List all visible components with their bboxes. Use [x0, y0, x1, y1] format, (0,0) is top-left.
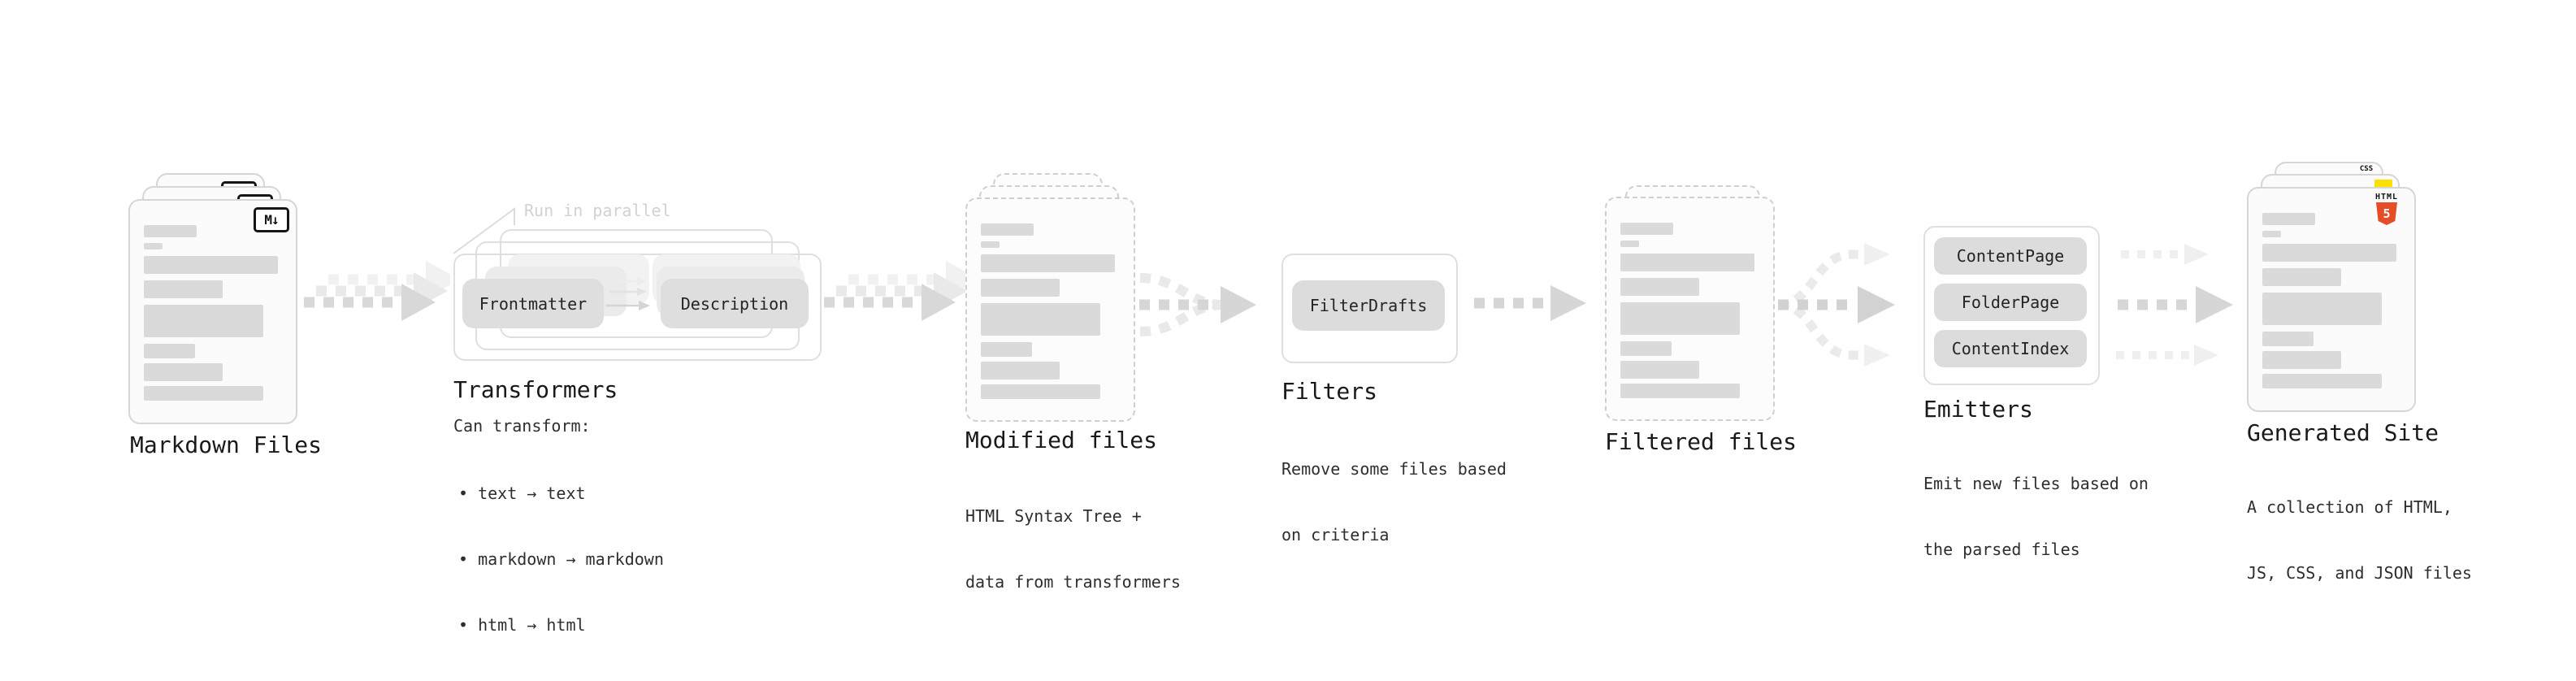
emitters-heading: Emitters — [1923, 396, 2033, 423]
transformers-desc-title: Can transform: — [453, 416, 591, 436]
emitter-chip-contentpage: ContentPage — [1934, 237, 2087, 275]
frontmatter-chip: Frontmatter — [462, 279, 604, 328]
transform-bullet: • html → html — [458, 615, 586, 635]
filters-heading: Filters — [1281, 378, 1378, 405]
placeholder-bar — [1620, 384, 1740, 398]
placeholder-bar — [144, 363, 223, 381]
placeholder-bar — [1620, 241, 1639, 247]
placeholder-bar — [981, 342, 1032, 357]
placeholder-bar — [2262, 332, 2314, 346]
modified-files-label: Modified files — [965, 427, 1158, 453]
generated-site-desc: A collection of HTML, JS, CSS, and JSON … — [2247, 453, 2472, 628]
filtered-file-card-front — [1605, 197, 1775, 421]
placeholder-bar — [144, 256, 278, 274]
desc-line: Emit new files based on — [1923, 474, 2149, 493]
html5-icon-label: HTML — [2374, 193, 2399, 202]
placeholder-bar — [1620, 223, 1673, 235]
run-in-parallel-note: Run in parallel — [524, 201, 671, 220]
placeholder-bar — [144, 305, 263, 337]
html5-icon-shield: 5 — [2376, 202, 2397, 225]
css-icon-label: CSS — [2359, 165, 2374, 173]
transform-bullet: • text → text — [458, 484, 586, 503]
arrow-fork-to-emitters-icon — [1778, 243, 1895, 367]
placeholder-bar — [981, 303, 1100, 336]
placeholder-bar — [981, 279, 1060, 297]
placeholder-bar — [144, 386, 263, 401]
html5-icon: HTML 5 — [2367, 193, 2406, 225]
placeholder-bar — [1620, 254, 1754, 271]
filters-box — [1281, 254, 1458, 363]
note-connector-line — [453, 207, 515, 254]
placeholder-bar — [1620, 278, 1699, 296]
emitter-chip-folderpage: FolderPage — [1934, 284, 2087, 321]
html5-icon-number: 5 — [2383, 206, 2391, 221]
emitters-desc: Emit new files based on the parsed files — [1923, 429, 2149, 605]
markdown-file-card-front: M↓ — [128, 199, 297, 424]
filters-desc: Remove some files based on criteria — [1281, 414, 1507, 590]
generated-site-label: Generated Site — [2247, 419, 2439, 446]
desc-line: HTML Syntax Tree + — [965, 506, 1142, 526]
placeholder-bar — [981, 223, 1034, 236]
transformers-bullets: • text → text • markdown → markdown • ht… — [458, 439, 664, 680]
desc-line: on criteria — [1281, 525, 1390, 544]
placeholder-bar — [144, 225, 197, 237]
modified-file-card-front — [965, 197, 1135, 422]
filterdrafts-chip: FilterDrafts — [1292, 280, 1445, 331]
placeholder-bar — [1620, 341, 1672, 356]
filtered-files-label: Filtered files — [1605, 428, 1798, 455]
desc-line: Remove some files based — [1281, 459, 1507, 479]
parallel-arrows-icon — [606, 277, 650, 310]
placeholder-bar — [981, 241, 1000, 248]
transform-bullet: • markdown → markdown — [458, 549, 664, 569]
placeholder-bar — [2262, 351, 2341, 369]
emitters-box — [1923, 226, 2100, 385]
modified-files-desc: HTML Syntax Tree + data from transformer… — [965, 462, 1181, 637]
arrow-transformers-to-modified-icon — [824, 261, 970, 321]
placeholder-bar — [2262, 213, 2315, 225]
placeholder-bar — [1620, 361, 1699, 379]
markdown-files-label: Markdown Files — [130, 432, 323, 458]
placeholder-bar — [144, 243, 163, 249]
placeholder-bar — [2262, 268, 2341, 286]
placeholder-bar — [981, 384, 1100, 399]
desc-line: data from transformers — [965, 572, 1181, 592]
desc-line: JS, CSS, and JSON files — [2247, 563, 2472, 583]
arrow-filters-to-filtered-icon — [1474, 285, 1586, 321]
description-chip: Description — [661, 279, 809, 328]
desc-line: the parsed files — [1923, 540, 2080, 559]
arrow-merge-to-filters-icon — [1139, 273, 1256, 336]
placeholder-bar — [981, 362, 1060, 380]
arrow-markdown-to-transformers-icon — [304, 261, 450, 321]
site-file-card-html: HTML 5 — [2247, 187, 2416, 412]
placeholder-bar — [2262, 244, 2396, 262]
markdown-icon: M↓ — [254, 207, 289, 232]
placeholder-bar — [2262, 374, 2382, 388]
placeholder-bar — [2262, 231, 2281, 237]
desc-line: A collection of HTML, — [2247, 497, 2452, 517]
placeholder-bar — [2262, 293, 2382, 325]
placeholder-bar — [144, 280, 223, 298]
arrow-emitters-to-site-icon — [2116, 244, 2233, 366]
placeholder-bar — [144, 344, 195, 358]
transformers-heading: Transformers — [453, 376, 618, 403]
emitter-chip-contentindex: ContentIndex — [1934, 330, 2087, 367]
placeholder-bar — [981, 254, 1115, 272]
placeholder-bar — [1620, 302, 1740, 335]
